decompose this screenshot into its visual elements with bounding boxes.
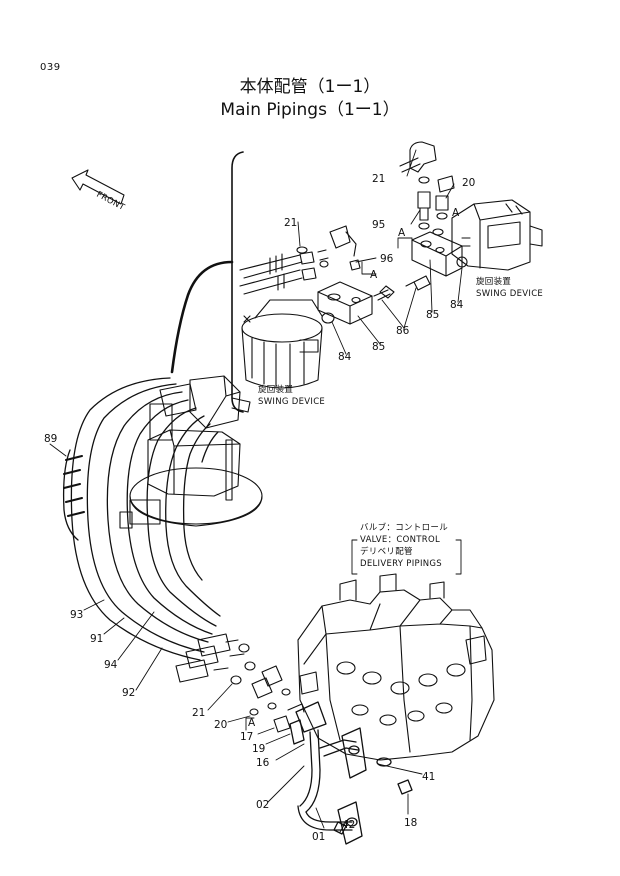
callout-84b: 84 — [338, 351, 352, 363]
title-japanese: 本体配管（1ー1） — [239, 77, 381, 97]
callout-a2: A — [452, 207, 460, 219]
callout-96: 96 — [380, 253, 394, 265]
callout-a3: A — [370, 269, 378, 281]
swing-device-en-right: SWING DEVICE — [476, 289, 543, 299]
callout-42: 42 — [342, 819, 355, 831]
callout-a4: A — [248, 717, 256, 729]
swing-device-en-left: SWING DEVICE — [258, 397, 325, 407]
delivery-pipes — [289, 701, 413, 845]
callout-92: 92 — [122, 687, 135, 699]
callout-20a: 20 — [462, 177, 475, 189]
callout-89: 89 — [44, 433, 57, 445]
swing-device-right — [451, 199, 543, 271]
inset-hoses — [239, 225, 361, 295]
front-arrow-icon — [71, 169, 125, 205]
callout-84a: 84 — [450, 299, 464, 311]
callout-19: 19 — [252, 743, 265, 755]
valve-note-en2: DELIVERY PIPINGS — [360, 559, 442, 569]
callout-a1: A — [398, 227, 406, 239]
callout-85b: 85 — [372, 341, 385, 353]
callout-95: 95 — [372, 219, 385, 231]
valve-note-jp2: デリベリ配管 — [360, 546, 413, 557]
valve-note-jp1: バルブ：コントロール — [360, 522, 448, 533]
callout-94: 94 — [104, 659, 118, 671]
top-fittings — [399, 141, 455, 236]
hose-bundle — [62, 377, 221, 661]
callout-01: 01 — [312, 831, 325, 843]
control-valve — [297, 573, 495, 761]
callout-93: 93 — [70, 609, 83, 621]
callout-20b: 20 — [214, 719, 227, 731]
callout-86a: 86 — [396, 325, 410, 337]
labels: FRONT 旋回装置 SWING DEVICE 旋回装置 SWING DEVIC… — [44, 173, 543, 843]
callout-85a: 85 — [426, 309, 439, 321]
callout-16: 16 — [256, 757, 270, 769]
swing-device-left — [241, 299, 323, 389]
callout-leaders — [49, 149, 463, 833]
inset-bracket — [231, 151, 244, 413]
callout-21c: 21 — [192, 707, 205, 719]
hose-end-fittings — [175, 633, 305, 733]
swing-device-jp-right: 旋回装置 — [476, 276, 511, 287]
callout-17: 17 — [240, 731, 253, 743]
callout-41: 41 — [422, 771, 435, 783]
title-english: Main Pipings（1ー1） — [220, 100, 400, 120]
callout-21b: 21 — [284, 217, 297, 229]
callout-02: 02 — [256, 799, 269, 811]
callout-18: 18 — [404, 817, 417, 829]
valve-block-right — [405, 231, 468, 291]
page-number: 039 — [40, 62, 61, 73]
callout-21a: 21 — [372, 173, 385, 185]
callout-91: 91 — [90, 633, 103, 645]
valve-block-left — [317, 281, 395, 325]
valve-note-en1: VALVE：CONTROL — [360, 535, 440, 545]
swing-device-jp-left: 旋回装置 — [258, 384, 293, 395]
note-bracket — [351, 539, 462, 575]
